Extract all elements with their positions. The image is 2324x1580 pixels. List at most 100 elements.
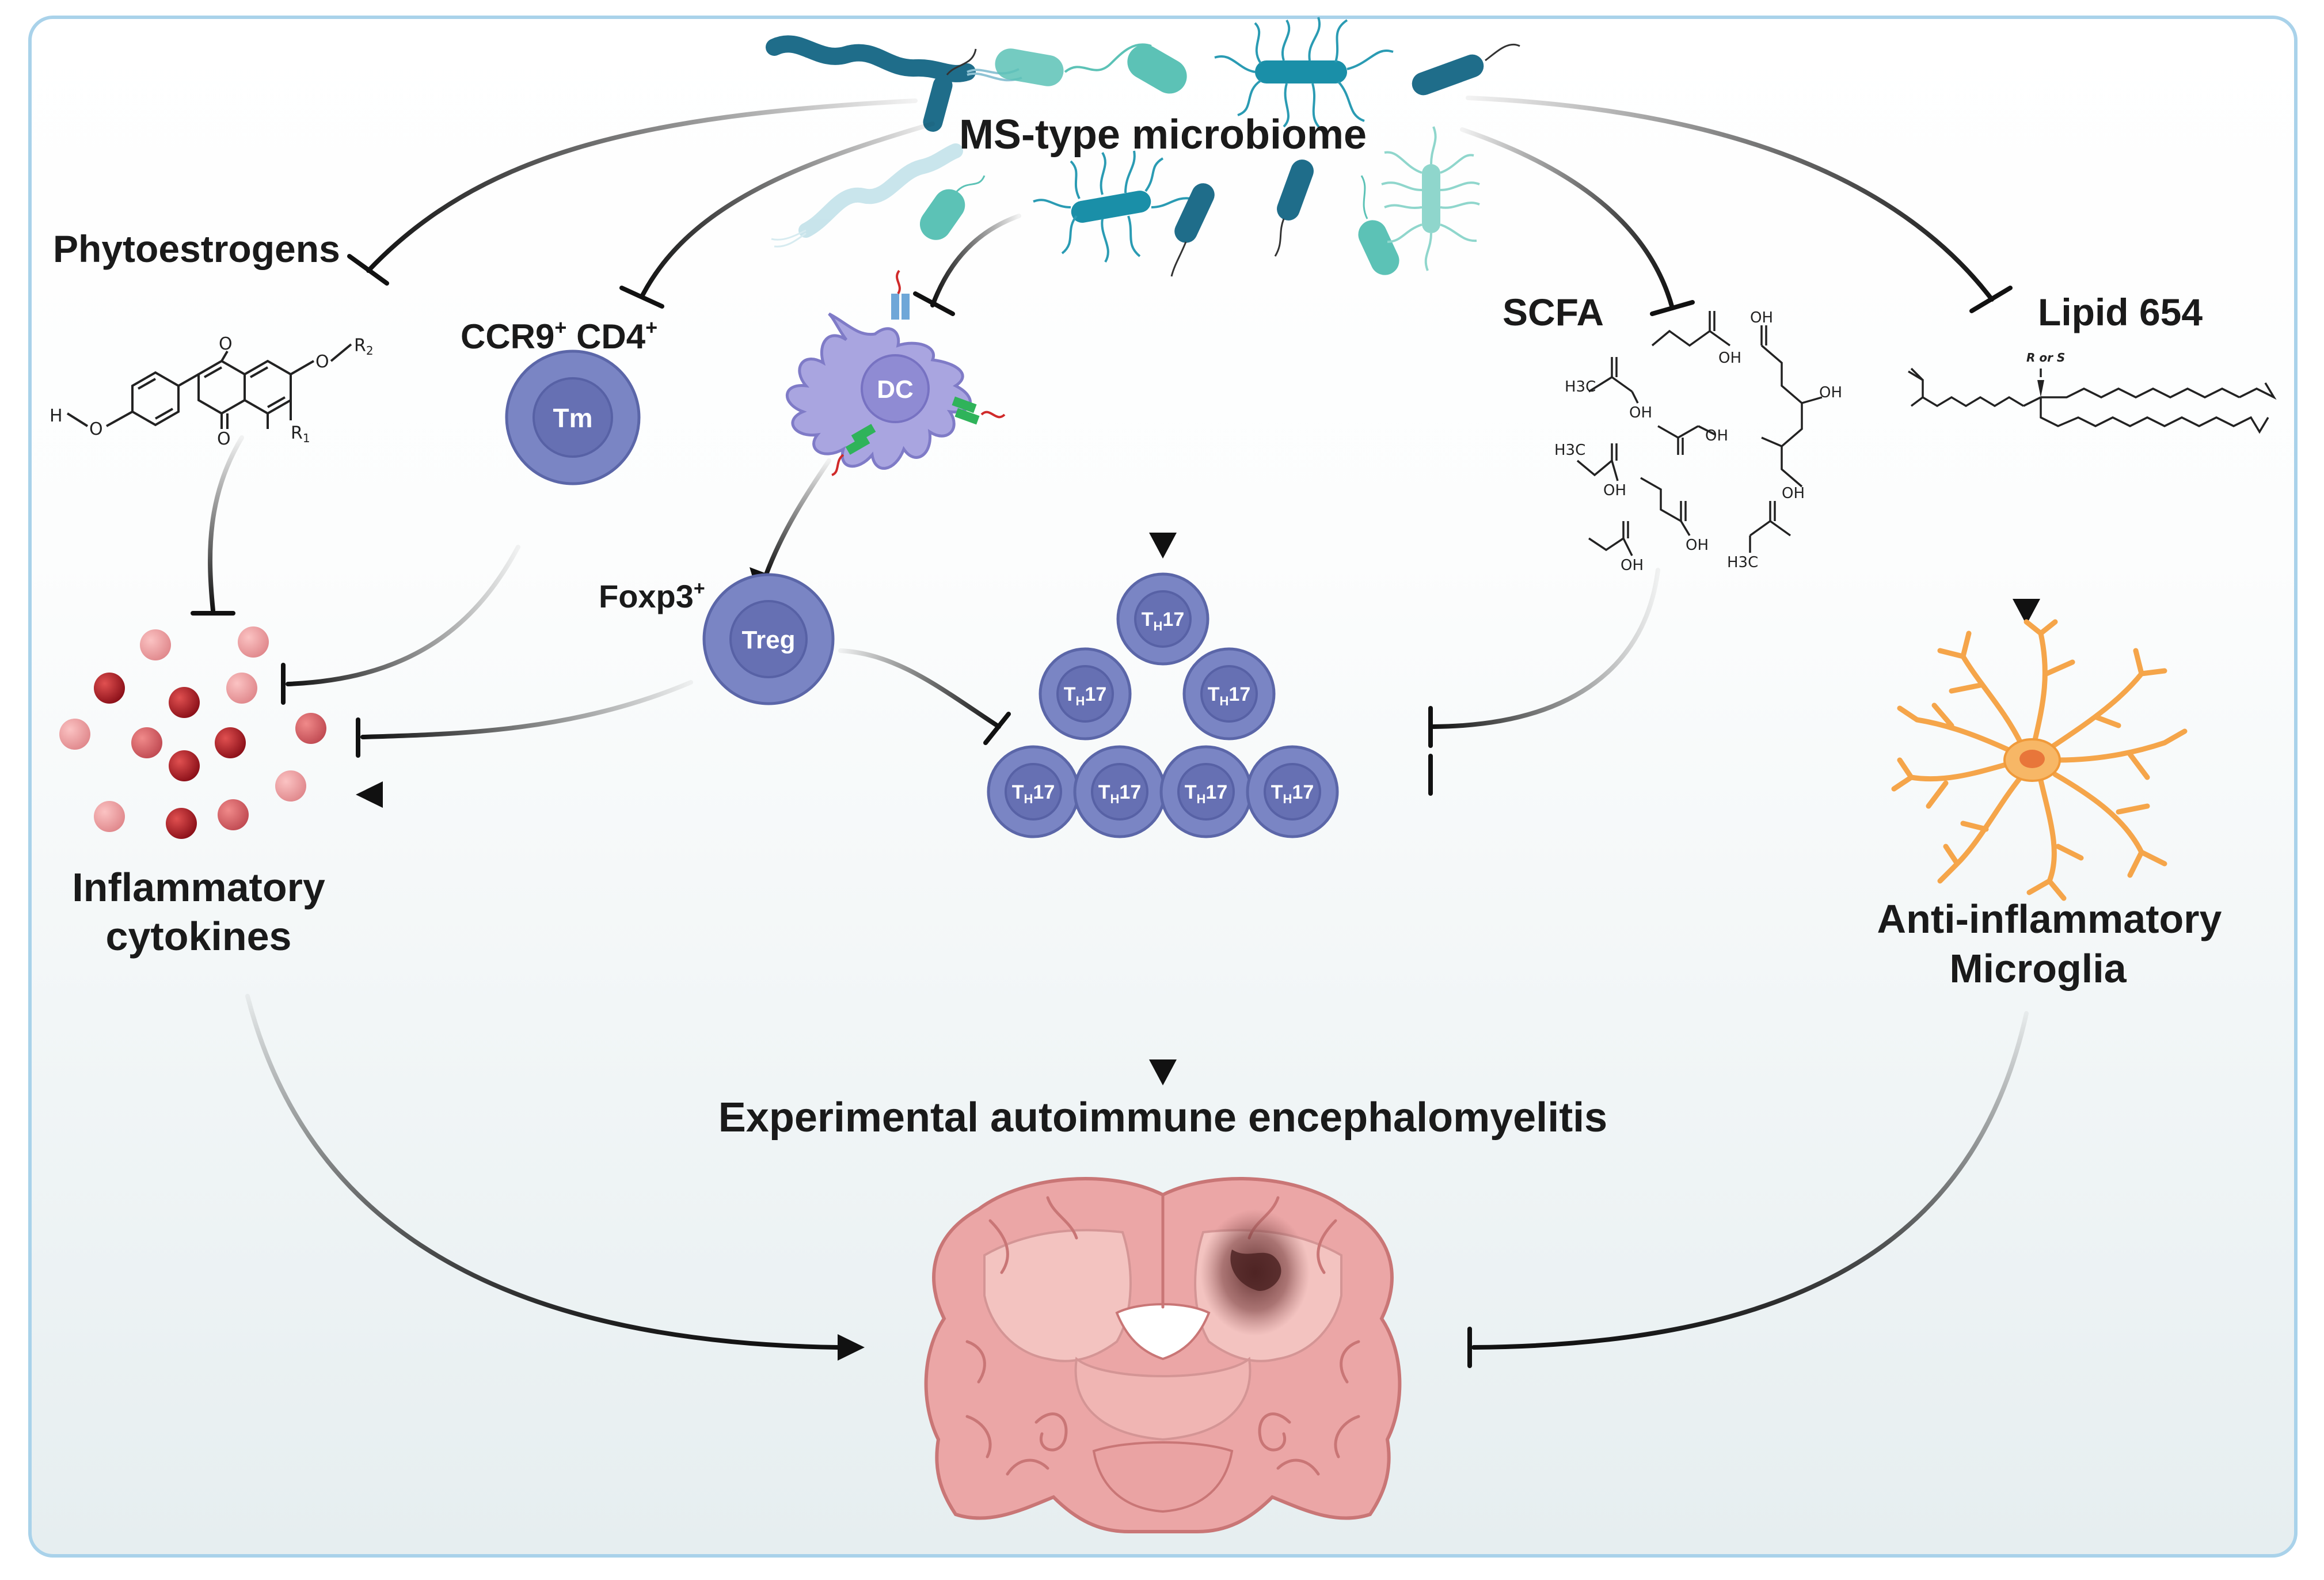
arrowhead <box>838 1334 865 1361</box>
arrowhead <box>1149 1059 1177 1085</box>
chem-group-h3c: H3C <box>1565 378 1596 396</box>
chem-group-oh: OH <box>1629 404 1652 421</box>
cytokines-label-line1: Inflammatory <box>72 865 325 910</box>
arrow-cytokines-brain <box>245 994 840 1350</box>
microglia-label-line2: Microglia <box>1949 946 2127 991</box>
rod-bacterium-icon <box>919 175 986 240</box>
th17-cell: TH17 <box>1039 647 1132 740</box>
microglia-cell <box>1891 619 2188 901</box>
scfa-label: SCFA <box>1503 291 1604 333</box>
inhibit-arrow-microbiome-ccr9 <box>640 121 935 299</box>
chem-group-r1: R1 <box>291 423 310 445</box>
flagellated-bacterium-icon <box>1033 150 1192 263</box>
inhibit-bar <box>1650 300 1695 316</box>
chem-atom-o: O <box>315 352 329 372</box>
arrowhead <box>1149 533 1177 559</box>
chem-group-oh: OH <box>1603 482 1626 499</box>
cytokine-particle <box>131 727 162 758</box>
rod-bacterium-icon <box>1274 159 1314 257</box>
receptor-icon <box>831 424 876 476</box>
connectors <box>191 96 2040 1368</box>
cytokines-label-line2: cytokines <box>106 914 292 959</box>
ccr9-cd4-label: CCR9+ CD4+ <box>461 316 657 356</box>
chem-atom-h: H <box>50 406 63 426</box>
scfa-structures <box>1576 311 1823 556</box>
cytokine-particle <box>169 750 200 781</box>
th17-cell: TH17 <box>1246 745 1339 838</box>
th17-cell-label: TH17 <box>1208 683 1251 708</box>
arrow-dc-treg <box>763 458 831 578</box>
cytokine-particle <box>94 673 125 704</box>
chem-group-h3c: H3C <box>1727 554 1758 571</box>
inhibit-arrow-phytoestrogens-cytokines <box>208 435 244 613</box>
cytokine-particle <box>275 770 306 802</box>
th17-cell-label: TH17 <box>1185 781 1228 806</box>
th17-cell: TH17 <box>1073 745 1166 838</box>
phytoestrogen-atom-labels: H O O O O R2 R1 <box>50 334 374 449</box>
inhibit-bar <box>619 286 664 309</box>
inhibit-arrow-microbiome-phytoestrogens <box>366 98 918 273</box>
arrowhead <box>356 781 383 808</box>
inhibit-arrow-scfa-th17 <box>1431 568 1660 729</box>
lipid-stereo-marker <box>2037 380 2044 397</box>
flagellated-bacterium-icon <box>1214 17 1394 131</box>
inhibit-arrow-microbiome-dc <box>930 214 1021 307</box>
receptor-icon <box>952 396 1006 425</box>
cytokine-particle <box>59 719 90 750</box>
chem-group-oh: OH <box>1718 350 1741 367</box>
th17-cell: TH17 <box>1116 572 1209 666</box>
phytoestrogen-structure <box>66 343 352 429</box>
chem-group-oh: OH <box>1750 309 1773 326</box>
inhibit-arrow-treg-th17 <box>838 648 1001 729</box>
chem-atom-o: O <box>219 334 233 354</box>
cytokine-particle <box>238 626 269 658</box>
arrowhead <box>2013 599 2040 625</box>
chem-atom-o: O <box>89 419 103 439</box>
inhibit-bar <box>983 712 1011 745</box>
cytokine-particle <box>94 801 125 832</box>
inflammatory-cytokine-cluster <box>59 626 326 839</box>
scfa-atom-labels: H3C OH OH OH OH OH H3C OH OH OH OH H3C <box>1554 309 1842 574</box>
th17-cell-label: TH17 <box>1098 781 1142 806</box>
inhibit-arrow-microbiome-scfa <box>1460 127 1675 310</box>
lipid-stereo-label: R or S <box>2026 351 2065 364</box>
spiral-bacterium-icon <box>771 143 963 248</box>
chem-atom-o: O <box>217 429 231 449</box>
th17-cell-label: TH17 <box>1271 781 1314 806</box>
flagellated-bacterium-icon <box>1381 126 1480 271</box>
microglia-nucleus <box>2019 750 2045 768</box>
inhibit-bar <box>1969 286 2013 313</box>
treg-cell: Treg <box>702 573 835 705</box>
receptor-icon <box>891 269 910 320</box>
th17-cell: TH17 <box>987 745 1080 838</box>
chem-group-oh: OH <box>1705 427 1728 445</box>
microbiome-bacteria-illustration <box>766 17 1520 277</box>
inhibit-arrow-treg-cytokines <box>360 680 693 739</box>
tm-cell: Tm <box>505 350 641 485</box>
chem-group-oh: OH <box>1686 537 1709 554</box>
rod-bacterium-icon <box>1412 43 1520 96</box>
brain-coronal-section <box>924 1177 1402 1533</box>
foxp3-label: Foxp3+ <box>599 578 705 614</box>
th17-cell: TH17 <box>1182 647 1276 740</box>
th17-cell-label: TH17 <box>1142 609 1185 633</box>
phytoestrogens-label: Phytoestrogens <box>53 227 340 270</box>
cytokine-particle <box>169 687 200 718</box>
dc-cell-label: DC <box>877 375 914 404</box>
rod-bacterium-icon <box>995 43 1152 86</box>
chem-group-oh: OH <box>1819 384 1842 401</box>
chem-group-h3c: H3C <box>1554 442 1585 459</box>
tm-cell-label: Tm <box>553 403 593 433</box>
rod-bacterium-icon <box>1170 183 1215 277</box>
th17-cell: TH17 <box>1159 745 1253 838</box>
inhibit-bar <box>347 254 389 286</box>
th17-cell-label: TH17 <box>1064 683 1107 708</box>
cytokine-particle <box>218 799 249 830</box>
th17-cell-label: TH17 <box>1012 781 1055 806</box>
microglia-label-line1: Anti-inflammatory <box>1877 897 2222 941</box>
inhibit-arrow-microglia-brain <box>1471 1011 2029 1350</box>
dendritic-cell: DC <box>785 269 1006 476</box>
chem-group-oh: OH <box>1782 485 1805 502</box>
